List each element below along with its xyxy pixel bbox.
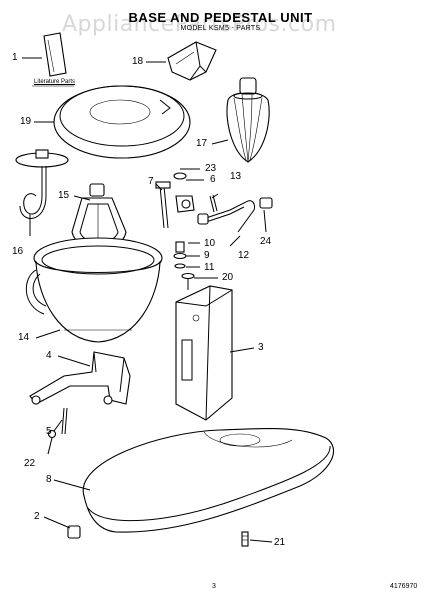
callout-12: 12 xyxy=(238,250,250,261)
callout-19: 19 xyxy=(20,116,32,127)
part-bowl-clamp-parts xyxy=(155,172,195,229)
diagram-subtitle: MODEL KSM5 - PARTS xyxy=(180,25,261,32)
callout-22: 22 xyxy=(24,458,36,469)
callout-16: 16 xyxy=(12,246,24,257)
part-literature-booklet xyxy=(43,32,67,77)
document-number: 4176970 xyxy=(390,583,418,590)
callout-5: 5 xyxy=(46,426,52,437)
callout-3: 3 xyxy=(258,342,264,353)
callout-20: 20 xyxy=(222,272,234,283)
part-mixing-bowl xyxy=(25,237,163,343)
callout-17: 17 xyxy=(196,138,208,149)
callout-18: 18 xyxy=(132,56,144,67)
callout-10: 10 xyxy=(204,238,216,249)
callout-15: 15 xyxy=(58,190,70,201)
part-bracket-hardware xyxy=(47,407,68,439)
callout-23: 23 xyxy=(205,163,217,174)
callout-4: 4 xyxy=(46,350,52,361)
literature-parts-label: Literature Parts xyxy=(34,79,76,85)
part-base xyxy=(82,427,335,533)
part-pedestal-column xyxy=(175,285,233,421)
callout-7: 7 xyxy=(148,176,154,187)
callout-14: 14 xyxy=(18,332,30,343)
callout-8: 8 xyxy=(46,474,52,485)
callout-1: 1 xyxy=(12,52,18,63)
page-number: 3 xyxy=(212,583,216,590)
callout-6: 6 xyxy=(210,174,216,185)
callout-2: 2 xyxy=(34,511,40,522)
part-bowl-cover xyxy=(53,85,191,159)
watermark: AppliancePartsPros.com xyxy=(62,12,337,37)
part-dough-hook xyxy=(15,149,69,219)
callout-21: 21 xyxy=(274,537,286,548)
callout-24: 24 xyxy=(260,236,272,247)
part-rubber-foot xyxy=(67,525,81,539)
part-speed-control-lever xyxy=(197,194,273,233)
leader-lines xyxy=(22,57,273,543)
callout-11: 11 xyxy=(204,262,215,273)
part-bowl-support xyxy=(29,351,131,405)
part-wire-whip xyxy=(226,77,270,163)
part-base-screw xyxy=(241,531,249,547)
callout-13: 13 xyxy=(230,171,242,182)
part-flat-beater xyxy=(71,183,127,250)
part-pouring-shield xyxy=(167,41,217,81)
diagram-title: BASE AND PEDESTAL UNIT xyxy=(128,10,313,25)
callout-9: 9 xyxy=(204,250,210,261)
part-screws-washers xyxy=(173,241,195,290)
